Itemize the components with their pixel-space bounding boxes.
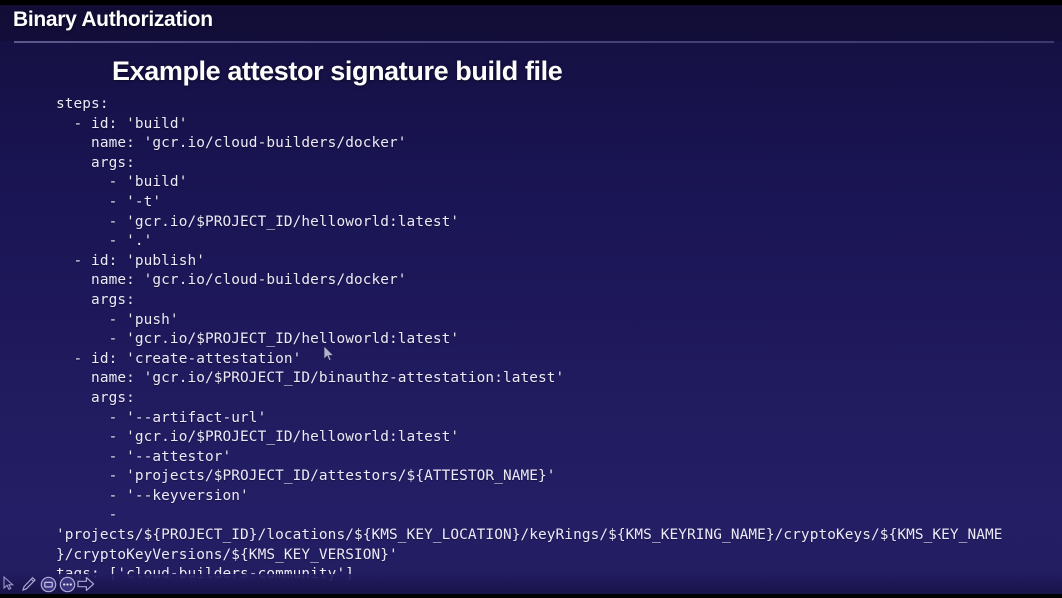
code-line: - '--artifact-url' — [56, 409, 267, 426]
code-line: - '--attestor' — [56, 448, 232, 465]
code-line: args: — [56, 154, 135, 171]
code-line: args: — [56, 291, 135, 308]
code-line: - 'gcr.io/$PROJECT_ID/helloworld:latest' — [56, 213, 460, 230]
code-line: name: 'gcr.io/cloud-builders/docker' — [56, 272, 407, 289]
presentation-toolbar[interactable] — [0, 574, 1062, 594]
code-line: - id: 'publish' — [56, 252, 205, 269]
letterbox-top — [0, 0, 1062, 5]
code-line: 'projects/${PROJECT_ID}/locations/${KMS_… — [56, 527, 1003, 544]
code-line: - — [56, 507, 118, 524]
mouse-pointer-icon — [323, 346, 335, 362]
pointer-icon[interactable] — [1, 575, 19, 593]
code-line: - 'projects/$PROJECT_ID/attestors/${ATTE… — [56, 468, 556, 485]
code-line: - id: 'create-attestation' — [56, 350, 302, 367]
more-options-icon[interactable] — [58, 575, 76, 593]
code-line: - 'build' — [56, 174, 188, 191]
code-line: - 'push' — [56, 311, 179, 328]
pen-icon[interactable] — [20, 575, 38, 593]
code-line: }/cryptoKeyVersions/${KMS_KEY_VERSION}' — [56, 546, 398, 563]
code-line: steps: — [56, 96, 109, 112]
code-line: - id: 'build' — [56, 115, 188, 132]
code-line: args: — [56, 389, 135, 406]
code-line: - '-t' — [56, 193, 162, 210]
code-line: name: 'gcr.io/$PROJECT_ID/binauthz-attes… — [56, 370, 565, 387]
code-line: - '.' — [56, 233, 153, 250]
presentation-title: Binary Authorization — [13, 8, 213, 31]
slide-header-bar: Binary Authorization — [0, 5, 1062, 41]
code-line: - '--keyversion' — [56, 487, 249, 504]
code-line: - 'gcr.io/$PROJECT_ID/helloworld:latest' — [56, 331, 460, 348]
letterbox-bottom — [0, 594, 1062, 598]
code-line: name: 'gcr.io/cloud-builders/docker' — [56, 135, 407, 152]
header-divider — [14, 41, 1054, 43]
slide-title: Example attestor signature build file — [112, 56, 563, 86]
next-slide-arrow-icon[interactable] — [77, 575, 95, 593]
yaml-code-block: steps: - id: 'build' name: 'gcr.io/cloud… — [56, 95, 1056, 585]
highlighter-icon[interactable] — [39, 575, 57, 593]
code-line: - 'gcr.io/$PROJECT_ID/helloworld:latest' — [56, 429, 460, 446]
